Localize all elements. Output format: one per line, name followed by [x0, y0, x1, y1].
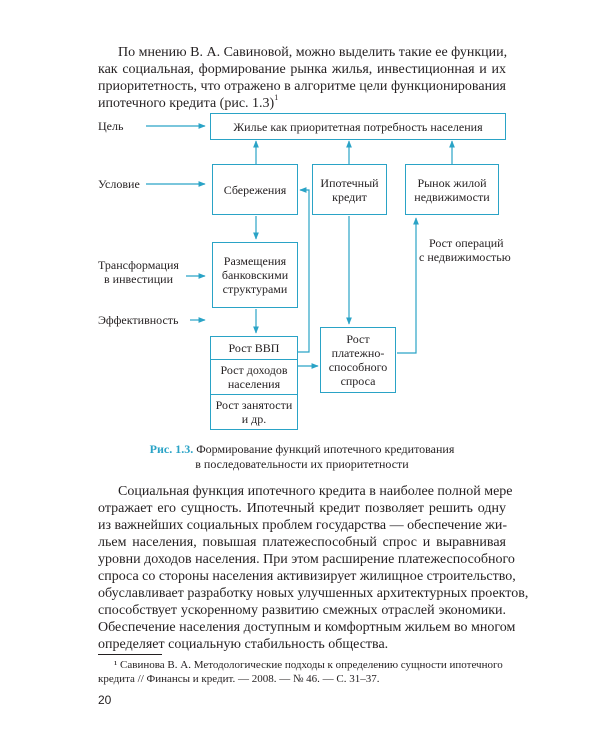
- box-solvent-demand: Рост платежно- способного спроса: [320, 327, 396, 393]
- label-operations-2: с недвижимостью: [419, 250, 511, 264]
- intro-paragraph: По мнению В. А. Савиновой, можно выделит…: [98, 44, 508, 112]
- footnote-rule: [98, 654, 162, 655]
- arrow-gdp-to-savings: [298, 187, 310, 353]
- footnote-line-2: кредита // Финансы и кредит. — 2008. — №…: [98, 673, 380, 685]
- body-line: отражает его сущность. Ипотечный кредит …: [98, 501, 506, 516]
- body-line-last: определяет социальную стабильность общес…: [98, 637, 389, 652]
- label-goal: Цель: [98, 119, 124, 133]
- box-bank-placement: Размещения банковскими структурами: [212, 242, 298, 308]
- box-savings: Сбережения: [212, 164, 298, 215]
- arrow-operations-up: [397, 217, 419, 354]
- label-efficiency: Эффективность: [98, 313, 179, 327]
- figure-label: Рис. 1.3.: [149, 442, 194, 456]
- body-line: Социальная функция ипотечного кредита в …: [118, 484, 513, 499]
- mortgage-functions-diagram: Цель Условие Трансформация в инвестиции …: [98, 113, 511, 430]
- label-condition: Условие: [98, 177, 140, 191]
- footnote-line-1: ¹ Савинова В. А. Методологические подход…: [114, 659, 503, 671]
- label-operations: Рост операций: [429, 236, 504, 250]
- box-income-growth: Рост доходов населения: [211, 360, 297, 395]
- label-transformation: Трансформация: [98, 258, 179, 272]
- footnote-ref[interactable]: 1: [274, 93, 279, 103]
- body-line: Обеспечение населения доступным и комфор…: [98, 620, 516, 635]
- figure-caption: Рис. 1.3. Формирование функций ипотечног…: [98, 442, 506, 472]
- intro-line: По мнению В. А. Савиновой, можно выделит…: [118, 45, 508, 60]
- label-transformation-2: в инвестиции: [104, 272, 173, 286]
- body-line: спроса со стороны населения активизирует…: [98, 569, 516, 584]
- box-employment-growth: Рост занятости и др.: [215, 398, 293, 426]
- caption-line-2: в последовательности их приоритетности: [195, 457, 409, 471]
- footnote: ¹ Савинова В. А. Методологические подход…: [98, 658, 506, 686]
- box-housing-priority: Жилье как приоритетная потребность насел…: [210, 113, 506, 140]
- box-housing-market: Рынок жилой недвижимости: [405, 164, 499, 215]
- box-gdp-growth: Рост ВВП: [211, 337, 297, 360]
- body-line: льем населения, повышая платежеспособный…: [98, 535, 506, 550]
- intro-line: как социальная, формирование рынка жилья…: [98, 62, 506, 77]
- diagram-arrows: [146, 123, 455, 369]
- intro-line-last: ипотечного кредита (рис. 1.3)1: [98, 93, 279, 111]
- body-line: обуславливает разработку новых улучшенны…: [98, 586, 529, 601]
- caption-line-1: Формирование функций ипотечного кредитов…: [196, 442, 455, 456]
- body-line: способствует ускоренному развитию смежны…: [98, 603, 506, 618]
- box-mortgage-credit: Ипотечный кредит: [312, 164, 387, 215]
- body-line: из важнейших социальных проблем государс…: [98, 518, 507, 533]
- body-paragraph: Социальная функция ипотечного кредита в …: [98, 483, 529, 653]
- box-growth-group: Рост ВВП Рост доходов населения Рост зан…: [210, 336, 298, 430]
- page-number: 20: [98, 693, 112, 707]
- intro-line: приоритетность, что отражено в алгоритме…: [98, 79, 506, 94]
- body-line: уровни доходов населения. При этом расши…: [98, 552, 515, 567]
